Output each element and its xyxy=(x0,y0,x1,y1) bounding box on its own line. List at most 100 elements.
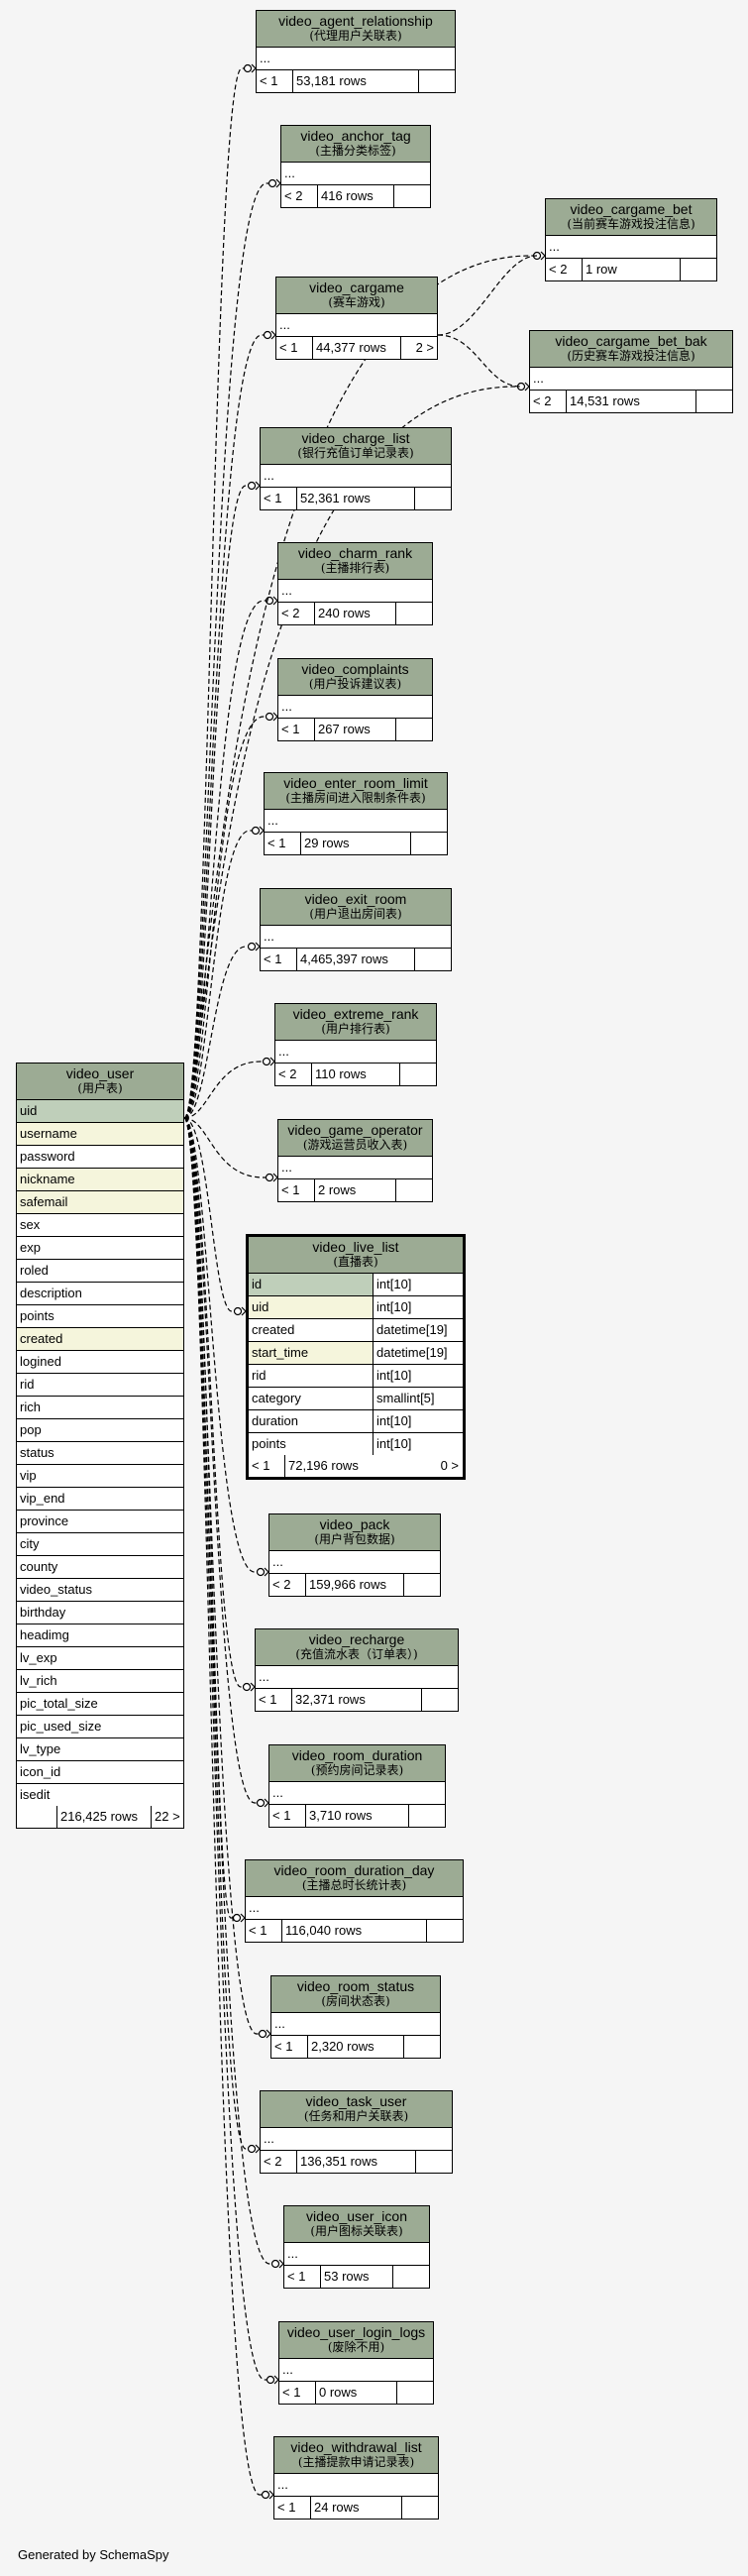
column-name: uid xyxy=(249,1296,374,1318)
parents-count: < 1 xyxy=(249,1455,285,1477)
optional-many-marker xyxy=(243,63,253,73)
table-header: video_agent_relationship(代理用户关联表) xyxy=(257,11,455,48)
table-comment: (主播提款申请记录表) xyxy=(297,2455,415,2469)
parents-count: < 1 xyxy=(271,2036,308,2058)
column-safemail: safemail xyxy=(17,1191,183,1214)
table-comment: (银行充值订单记录表) xyxy=(297,446,414,460)
column-uid: uid xyxy=(17,1100,183,1123)
table-name: video_pack xyxy=(319,1516,390,1532)
columns-ellipsis: ... xyxy=(546,236,716,259)
table-comment: (用户表) xyxy=(77,1081,123,1095)
column-roled: roled xyxy=(17,1260,183,1283)
row-count: 4,465,397 rows xyxy=(297,949,415,970)
table-video-enter-room-limit[interactable]: video_enter_room_limit(主播房间进入限制条件表)...< … xyxy=(264,772,448,855)
row-count: 72,196 rows xyxy=(288,1458,359,1473)
columns-ellipsis: ... xyxy=(269,1782,445,1805)
table-name: video_withdrawal_list xyxy=(290,2439,422,2455)
edge-user-video-complaints xyxy=(183,716,273,1119)
row-count: 32,371 rows xyxy=(292,1689,422,1711)
columns-ellipsis: ... xyxy=(281,163,430,185)
optional-many-marker xyxy=(233,1306,243,1316)
table-name: video_cargame xyxy=(309,280,404,295)
table-name: video_game_operator xyxy=(287,1122,423,1138)
parents-count: < 2 xyxy=(261,2151,297,2173)
table-name: video_user_icon xyxy=(306,2208,407,2224)
column-video-status: video_status xyxy=(17,1579,183,1602)
optional-many-marker xyxy=(270,2259,280,2269)
table-footer: 216,425 rows 22 > xyxy=(17,1806,183,1828)
row-count: 53,181 rows xyxy=(293,70,419,92)
parents-count: < 1 xyxy=(261,488,297,509)
column-password: password xyxy=(17,1146,183,1169)
row-count: 159,966 rows xyxy=(306,1574,404,1596)
table-comment: (预约房间记录表) xyxy=(310,1763,404,1777)
parents-count: < 1 xyxy=(278,1179,315,1201)
table-comment: (用户图标关联表) xyxy=(310,2224,403,2238)
column-province: province xyxy=(17,1511,183,1533)
table-header: video_withdrawal_list(主播提款申请记录表) xyxy=(274,2437,438,2474)
column-username: username xyxy=(17,1123,183,1146)
edge-user-video-cargame-bet-bak xyxy=(183,386,525,1119)
row-count: 29 rows xyxy=(301,833,411,854)
parents-count: < 1 xyxy=(269,1805,306,1827)
edge-user-video-recharge xyxy=(183,1117,251,1688)
table-comment: (用户排行表) xyxy=(321,1022,390,1036)
columns-ellipsis: ... xyxy=(284,2243,429,2266)
parents-count: < 1 xyxy=(274,2497,311,2519)
row-count: 110 rows xyxy=(312,1064,400,1085)
table-comment: (直播表) xyxy=(333,1255,378,1269)
column-lv-exp: lv_exp xyxy=(17,1647,183,1670)
columns-ellipsis: ... xyxy=(530,368,732,391)
table-name: video_complaints xyxy=(301,661,409,677)
table-header: video_exit_room(用户退出房间表) xyxy=(261,889,451,926)
parents-count: < 2 xyxy=(530,391,567,412)
column-created: created xyxy=(17,1328,183,1351)
row-count: 416 rows xyxy=(318,185,394,207)
column-type: int[10] xyxy=(376,1368,412,1383)
optional-many-marker xyxy=(265,1173,274,1182)
table-header: video_extreme_rank(用户排行表) xyxy=(275,1004,436,1041)
column-county: county xyxy=(17,1556,183,1579)
generated-by-label: Generated by SchemaSpy xyxy=(18,2547,169,2562)
columns-ellipsis: ... xyxy=(279,2359,433,2382)
optional-many-marker xyxy=(232,1913,242,1923)
column-lv-rich: lv_rich xyxy=(17,1670,183,1693)
table-comment: (用户投诉建议表) xyxy=(308,677,402,691)
column-pop: pop xyxy=(17,1419,183,1442)
